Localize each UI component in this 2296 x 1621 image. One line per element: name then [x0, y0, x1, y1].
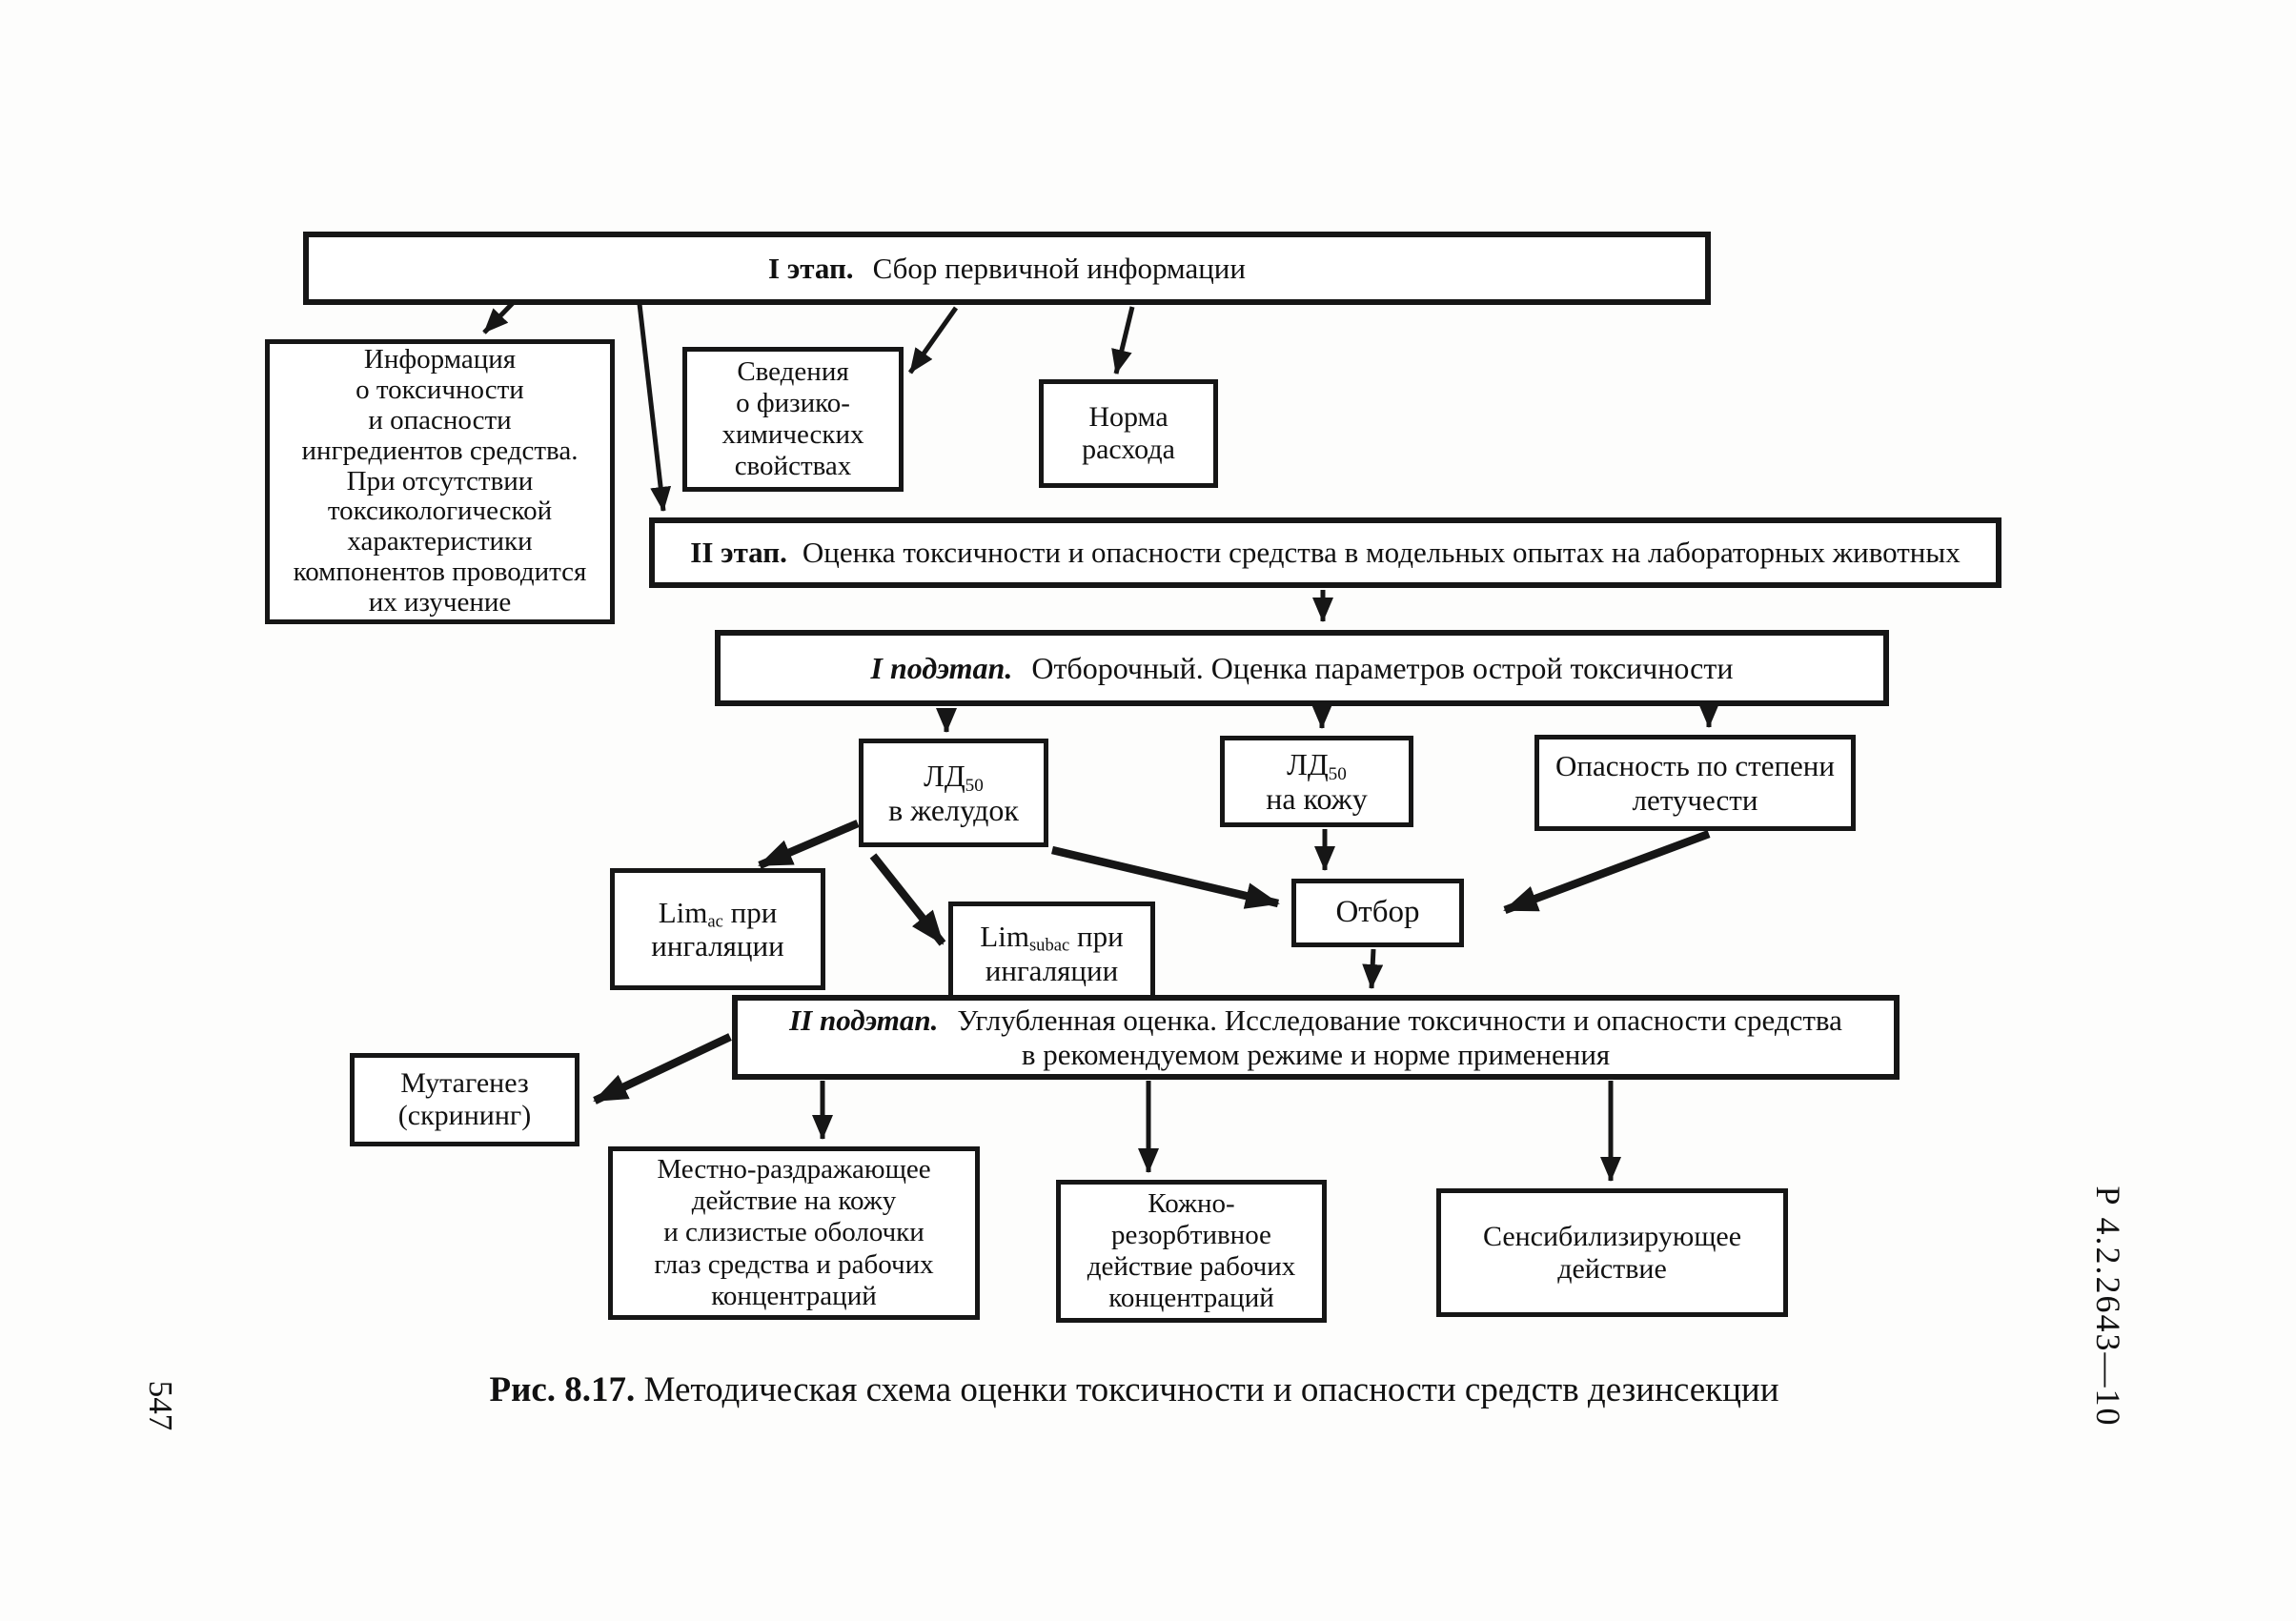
flowchart-node-stage1: I этап. Сбор первичной информации [303, 232, 1711, 305]
volatility-text: Опасность по степени летучести [1555, 749, 1835, 817]
flowchart-node-ingredient-info: Информация о токсичности и опасности инг… [265, 339, 615, 624]
substage2-text1: Углубленная оценка. Исследование токсичн… [957, 1003, 1842, 1038]
ld50-main: ЛД [924, 758, 965, 793]
substage2-label: II подэтап. [789, 1003, 939, 1038]
flowchart-node-skin-resorptive: Кожно- резорбтивное действие рабочих кон… [1056, 1180, 1327, 1323]
arrow-stage1-to-stage2 [637, 303, 672, 512]
ingredient-info-text: Информация о токсичности и опасности инг… [293, 343, 587, 618]
ld50-skin-line2: на кожу [1266, 781, 1368, 816]
arrow-selection-to-substage2 [1362, 948, 1384, 989]
substage1-label: I подэтап. [870, 650, 1013, 685]
lim-main: Lim [980, 920, 1029, 954]
lim-after: при [722, 895, 778, 929]
stage2-label: II этап. [690, 536, 787, 570]
substage1-text: Отборочный. Оценка параметров острой ток… [1031, 650, 1734, 685]
skin-resorptive-text: Кожно- резорбтивное действие рабочих кон… [1087, 1187, 1296, 1314]
local-irritant-text: Местно-раздражающее действие на кожу и с… [654, 1154, 934, 1311]
figure-caption-number: Рис. 8.17. [489, 1370, 636, 1409]
mutagenesis-text: Мутагенез (скрининг) [397, 1067, 532, 1131]
flowchart-node-ld50-skin: ЛД50 на кожу [1220, 736, 1413, 827]
lim-subac-line2: ингаляции [985, 953, 1119, 987]
norm-text: Норма расхода [1082, 401, 1175, 465]
stage1-text: Сбор первичной информации [872, 251, 1246, 285]
flowchart-node-selection: Отбор [1291, 879, 1464, 947]
page-number: 547 [142, 1380, 179, 1431]
figure-caption: Рис. 8.17. Методическая схема оценки ток… [286, 1369, 1982, 1410]
flowchart-node-substage2: II подэтап. Углубленная оценка. Исследова… [732, 995, 1900, 1080]
document-code: Р 4.2.2643—10 [2089, 1185, 2127, 1428]
lim-ac-line1: Limac при [658, 895, 778, 932]
figure-caption-text: Методическая схема оценки токсичности и … [635, 1370, 1779, 1409]
arrow-ld50-to-selection-diag [1051, 845, 1280, 909]
flowchart-node-substage1: I подэтап. Отборочный. Оценка параметров… [715, 630, 1889, 706]
arrow-stage1-to-info [482, 301, 515, 334]
flowchart-node-stage2: II этап. Оценка токсичности и опасности … [649, 517, 2001, 588]
arrow-volatility-to-selection [1503, 830, 1711, 914]
arrow-stage1-to-physchem [907, 306, 959, 375]
flowchart-node-ld50-stomach: ЛД50 в желудок [859, 739, 1048, 847]
lim-subac-line1: Limsubac при [980, 920, 1124, 957]
flowchart-node-volatility: Опасность по степени летучести [1534, 735, 1856, 831]
lim-sub: ac [707, 911, 723, 932]
arrow-substage2-to-mutagenesis [593, 1033, 732, 1104]
flowchart-node-norm: Норма расхода [1039, 379, 1218, 488]
flowchart-node-lim-ac: Limac при ингаляции [610, 868, 825, 990]
lim-main: Lim [658, 895, 708, 929]
sensitizing-text: Сенсибилизирующее действие [1482, 1220, 1742, 1285]
ld50-sub: 50 [1328, 763, 1347, 784]
stage2-text: Оценка токсичности и опасности средства … [802, 536, 1961, 570]
selection-text: Отбор [1335, 895, 1420, 930]
ld50-sub: 50 [965, 775, 984, 796]
stage1-label: I этап. [768, 251, 854, 285]
flowchart-node-physchem: Сведения о физико- химических свойствах [682, 347, 904, 492]
ld50-stomach-line1: ЛД50 [924, 758, 984, 796]
lim-after: при [1069, 920, 1124, 954]
arrow-ld50-to-lim-subac [869, 853, 946, 946]
flowchart-node-sensitizing: Сенсибилизирующее действие [1436, 1188, 1788, 1317]
physchem-text: Сведения о физико- химических свойствах [721, 356, 864, 481]
lim-ac-line2: ингаляции [651, 929, 784, 962]
flowchart-node-local-irritant: Местно-раздражающее действие на кожу и с… [608, 1146, 980, 1320]
substage2-line1: II подэтап. Углубленная оценка. Исследова… [789, 1003, 1842, 1037]
flowchart-node-lim-subac: Limsubac при ингаляции [948, 902, 1155, 1005]
ld50-stomach-line2: в желудок [888, 793, 1019, 827]
flowchart-node-mutagenesis: Мутагенез (скрининг) [350, 1053, 579, 1146]
arrow-ld50-to-lim-ac [758, 820, 860, 869]
ld50-skin-line1: ЛД50 [1287, 746, 1347, 784]
ld50-main: ЛД [1287, 746, 1329, 781]
lim-sub: subac [1028, 936, 1070, 957]
substage2-line2: в рекомендуемом режиме и норме применени… [1021, 1037, 1611, 1071]
arrow-stage1-to-norm [1111, 306, 1135, 375]
